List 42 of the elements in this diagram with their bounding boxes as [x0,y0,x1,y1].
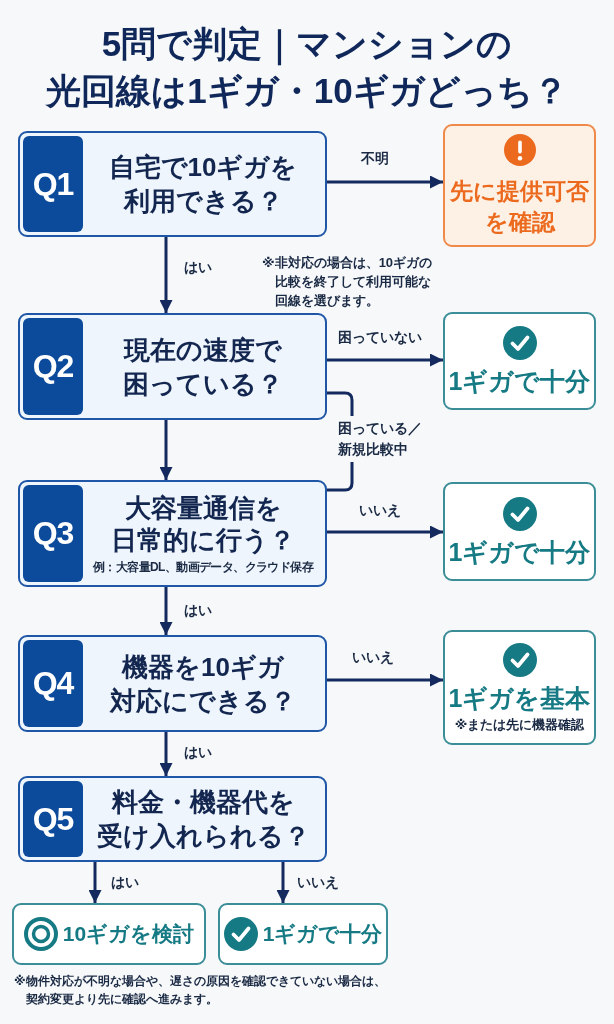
question-box [18,313,327,420]
title: 5問で判定｜マンションの光回線は1ギガ・10ギガどっち？ [44,23,569,112]
arrow [159,420,173,480]
example-text: 例：大容量DL、動画データ、クラウド保存 [93,559,313,575]
question-text: 機器を10ギガ対応にできる？ [108,650,297,718]
alert-box [443,124,596,247]
question-text: 大容量通信を日常的に行う？ [110,492,296,556]
arrow [327,673,443,687]
result-text: 10ギガを検討 [62,921,195,947]
result-box [443,312,596,410]
result-note: ※または先に機器確認 [454,715,585,733]
question-number: Q5 [23,781,83,857]
question-number: Q2 [23,318,83,415]
result-text: 1ギガを基本 [448,682,591,713]
question-box [18,776,327,862]
question-number: Q3 [23,485,83,582]
result-text: 先に提供可否を確認 [449,176,590,237]
result-text: 1ギガで十分 [262,921,383,947]
question-text: 料金・機器代を受け入れられる？ [95,786,311,853]
question-text: 現在の速度で困っている？ [122,333,284,401]
question-text: 自宅で10ギガを利用できる？ [107,151,299,218]
arrow [159,732,173,776]
question-number: Q1 [23,136,83,232]
result-box [218,903,388,965]
arrow [327,353,443,367]
question-box [18,131,327,237]
result-box [443,630,596,745]
arrow [276,862,290,903]
arrow [159,237,173,313]
note-text: ※物件対応が不明な場合や、遅さの原因を確認できていない場合は、契約変更より先に確認へ進みます。 [14,973,387,1008]
note-text: ※非対応の場合は、10ギガの比較を終了して利用可能な回線を選びます。 [262,254,434,310]
arrow [327,525,443,539]
arrow [327,175,443,189]
question-box [18,635,327,732]
question-number: Q4 [23,640,83,727]
result-box [12,903,206,965]
question-box [18,480,327,587]
arrow [159,587,173,635]
result-text: 1ギガで十分 [448,536,591,567]
result-text: 1ギガで十分 [448,366,591,396]
result-box [443,482,596,581]
arrow [88,862,102,903]
